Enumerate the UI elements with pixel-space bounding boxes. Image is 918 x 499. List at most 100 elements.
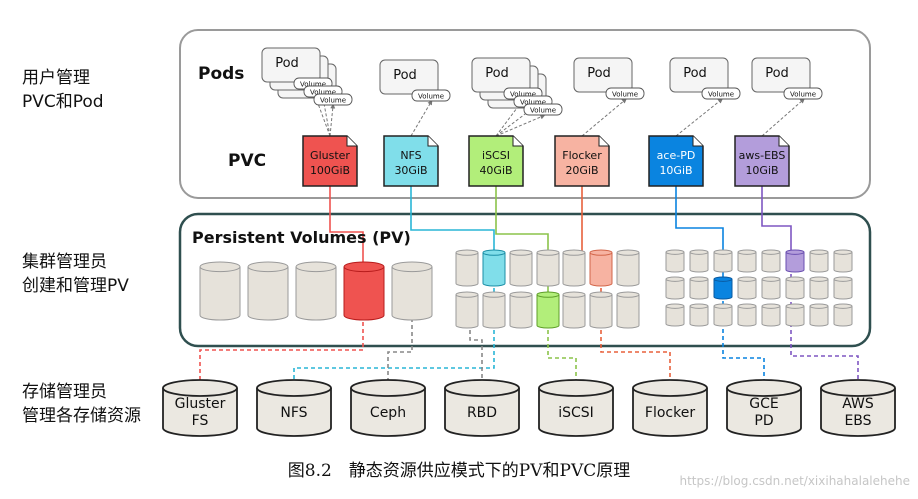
volume-label: Volume — [530, 107, 556, 115]
storage-label-line2: 管理各存储资源 — [22, 406, 141, 426]
pvc-heading: PVC — [228, 151, 266, 171]
pod: Pod — [261, 47, 321, 83]
storage-nfs: NFS — [256, 379, 332, 437]
pvc-size: 20GiB — [565, 164, 598, 177]
storage-ceph: Ceph — [350, 379, 426, 437]
pvc-name: NFS — [400, 149, 421, 162]
storage-label-2: FS — [192, 413, 209, 429]
pv-disk — [713, 303, 733, 327]
pvc-size: 10GiB — [745, 164, 778, 177]
pv-disk-gce — [713, 276, 733, 300]
pvc-name: Flocker — [562, 149, 602, 162]
pod-pvc-link — [495, 106, 535, 137]
pod-label: Pod — [393, 68, 417, 83]
volume-label: Volume — [300, 81, 326, 89]
pod: Pod — [471, 57, 531, 93]
pv-disk — [737, 249, 757, 273]
pv-disk — [665, 276, 685, 300]
user-label: 用户管理 PVC和Pod — [22, 66, 104, 114]
pvc-name: iSCSI — [482, 149, 510, 162]
storage-label: 存储管理员 管理各存储资源 — [22, 380, 141, 428]
volume-label: Volume — [510, 91, 536, 99]
pv-storage-line — [469, 330, 483, 384]
volume-label: Volume — [790, 91, 816, 99]
pv-disk — [809, 276, 829, 300]
figure-caption: 图8.2 静态资源供应模式下的PV和PVC原理 — [287, 461, 631, 481]
pvc-size: 10GiB — [659, 164, 692, 177]
pv-disk — [509, 249, 533, 287]
pv-disk — [785, 276, 805, 300]
pv-disk-aws — [785, 249, 805, 273]
storage-rbd: RBD — [444, 379, 520, 437]
volume-label: Volume — [310, 89, 336, 97]
pv-disk — [665, 303, 685, 327]
pod-label: Pod — [765, 66, 789, 81]
user-label-line1: 用户管理 — [22, 68, 90, 88]
pv-storage-line — [722, 301, 765, 384]
pv-disk — [689, 249, 709, 273]
storage-label-2: PD — [754, 413, 773, 429]
pv-disk — [199, 261, 241, 321]
pod-pvc-link — [761, 98, 805, 137]
pv-disk — [713, 249, 733, 273]
pv-disk — [761, 303, 781, 327]
pvc-name: aws-EBS — [739, 149, 786, 162]
pv-disk — [589, 291, 613, 329]
pvc-nfs: NFS 30GiB — [383, 135, 439, 187]
pv-disk — [247, 261, 289, 321]
pvc-pv-line — [761, 186, 792, 252]
pv-disk — [509, 291, 533, 329]
volume-label: Volume — [612, 91, 638, 99]
storage-label-2: EBS — [844, 413, 871, 429]
pod-label: Pod — [587, 66, 611, 81]
volume-label: Volume — [320, 97, 346, 105]
volume: Volume — [783, 87, 823, 100]
storage-label-1: Gluster — [175, 396, 226, 412]
storage-label-1: Ceph — [370, 405, 406, 421]
pods-heading: Pods — [198, 64, 244, 84]
pv-disk — [761, 249, 781, 273]
pv-disk — [689, 276, 709, 300]
pv-disk — [833, 303, 853, 327]
storage-label-1: Flocker — [645, 405, 695, 421]
pv-storage-line — [199, 322, 364, 384]
storage-label-line1: 存储管理员 — [22, 382, 107, 402]
pv-disk — [562, 291, 586, 329]
pv-storage-line — [790, 274, 859, 384]
pod-label: Pod — [683, 66, 707, 81]
pv-title: Persistent Volumes (PV) — [192, 228, 411, 247]
pvc-size: 30GiB — [394, 164, 427, 177]
pod: Pod — [751, 57, 811, 93]
pod-pvc-link — [495, 114, 546, 137]
pod: Pod — [379, 59, 439, 95]
pvc-size: 40GiB — [479, 164, 512, 177]
pv-disk-flocker — [589, 249, 613, 287]
watermark: https://blog.csdn.net/xixihahalalehehe — [679, 474, 910, 488]
pod-pvc-link — [581, 98, 627, 137]
pv-disk — [455, 249, 479, 287]
pv-disk-nfs — [482, 249, 506, 287]
pvc-pv-line — [329, 186, 364, 264]
volume: Volume — [605, 87, 645, 100]
pv-disk — [536, 249, 560, 287]
admin-label: 集群管理员 创建和管理PV — [22, 250, 129, 298]
pv-disk — [809, 249, 829, 273]
admin-label-line1: 集群管理员 — [22, 252, 107, 272]
volume: Volume — [523, 103, 563, 116]
storage-label-1: AWS — [842, 396, 874, 412]
pv-storage-line — [547, 330, 577, 384]
pv-disk — [809, 303, 829, 327]
volume: Volume — [313, 93, 353, 106]
pvc-size: 100GiB — [310, 164, 350, 177]
pv-disk — [737, 276, 757, 300]
pv-disk-gluster — [343, 261, 385, 321]
pod-label: Pod — [485, 66, 509, 81]
pvc-pv-line — [410, 186, 495, 252]
pv-disk — [616, 249, 640, 287]
volume-label: Volume — [708, 91, 734, 99]
